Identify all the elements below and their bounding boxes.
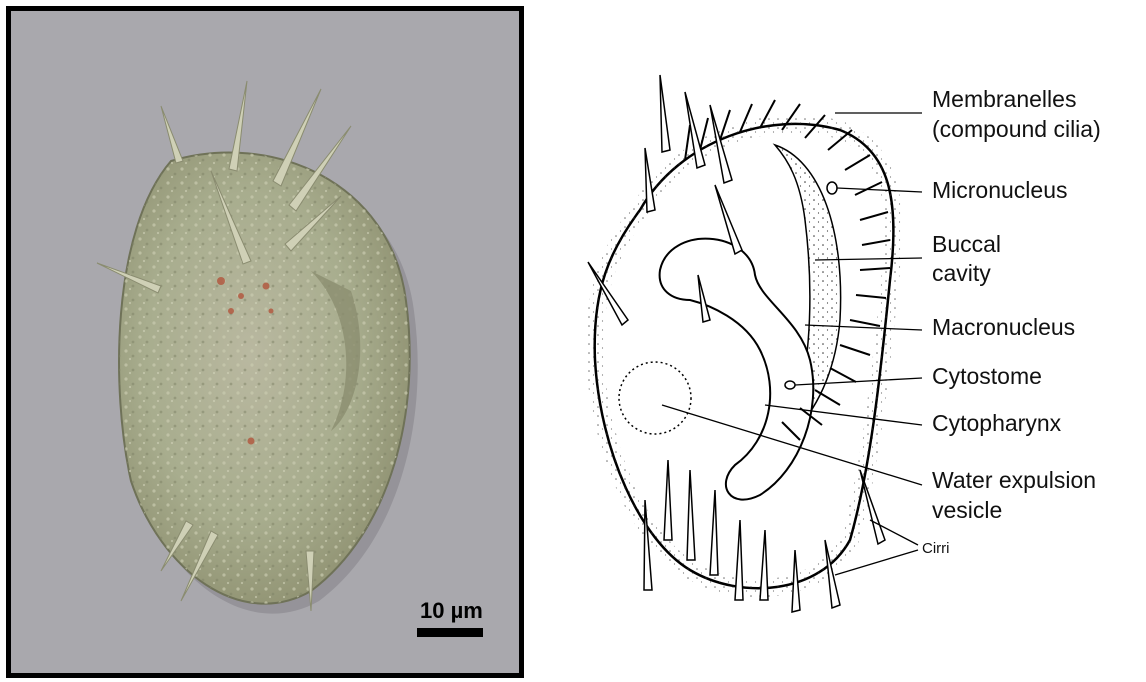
label-membranelles-line2: (compound cilia) <box>932 116 1101 142</box>
label-water-line1: Water expulsion <box>932 467 1096 493</box>
micronucleus-shape <box>827 182 837 194</box>
label-membranelles-line1: Membranelles <box>932 86 1076 112</box>
micrograph-photo: 10 µm <box>6 6 524 678</box>
label-buccal-line2: cavity <box>932 260 991 286</box>
scale-bar <box>417 628 483 637</box>
cytostome-shape <box>785 381 795 389</box>
labeled-diagram: Membranelles (compound cilia) Micronucle… <box>560 0 1146 677</box>
label-cytostome: Cytostome <box>932 363 1042 389</box>
diagram-svg: Membranelles (compound cilia) Micronucle… <box>560 0 1146 677</box>
micrograph-svg: 10 µm <box>11 11 519 673</box>
label-micronucleus: Micronucleus <box>932 177 1068 203</box>
label-cytopharynx: Cytopharynx <box>932 410 1062 436</box>
label-water-line2: vesicle <box>932 497 1002 523</box>
scale-bar-label: 10 µm <box>420 598 483 623</box>
label-cirri: Cirri <box>922 540 950 557</box>
label-macronucleus: Macronucleus <box>932 314 1075 340</box>
label-buccal-line1: Buccal <box>932 231 1001 257</box>
